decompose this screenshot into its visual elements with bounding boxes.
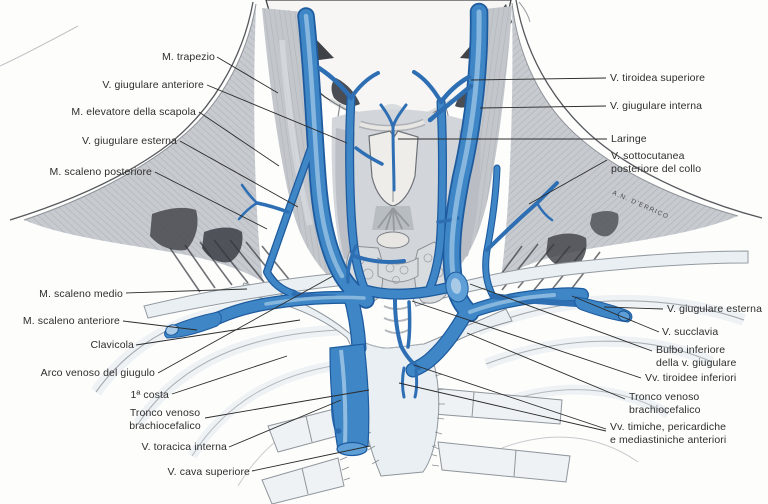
leader-v-giugulare-anteriore: [206, 84, 348, 144]
leader-m-scaleno-anteriore: [122, 320, 198, 331]
leader-arco-venoso-del-giugulo: [157, 275, 334, 374]
vein-posterior-cutaneous-twig: [535, 201, 554, 222]
leader-tronco-venoso-brachiocefalico-dx: [466, 332, 626, 400]
vein-superior-vena-cava: [329, 343, 370, 451]
label-clavicola: Clavicola: [90, 339, 134, 351]
label-v-giugulare-esterna-sx: V. giugulare esterna: [81, 135, 177, 147]
label-v-giugulare-anteriore: V. giugulare anteriore: [102, 79, 204, 91]
muscle-trapezius-left: [23, 3, 263, 282]
label-v-sottocutanea-posteriore-del-collo: V. sottocutanea posteriore del collo: [611, 150, 702, 175]
label-m-trapezio: M. trapezio: [161, 51, 215, 63]
label-v-cava-superiore: V. cava superiore: [167, 466, 250, 478]
label-vv-tiroidee-inferiori: Vv. tiroidee inferiori: [645, 372, 737, 384]
leader-prima-costa: [171, 355, 288, 395]
vein-jugular-bulb-highlight: [450, 278, 462, 294]
vein-ej-prong-upper: [240, 183, 259, 205]
leader-clavicola: [135, 319, 301, 346]
label-v-toracica-interna: V. toracica interna: [141, 441, 227, 453]
vein-inferior-thyroid-a: [393, 298, 403, 348]
leader-m-scaleno-posteriore: [154, 171, 268, 230]
leader-vv-timiche-a: [413, 364, 607, 430]
vein-cut-stumps: [164, 271, 633, 457]
leader-v-succlavia: [571, 295, 660, 333]
vein-highlight-subclavian-left: [264, 295, 366, 306]
leader-m-elevatore-della-scapola: [198, 111, 280, 167]
vein-jugular-arch: [357, 283, 451, 299]
cricothyroid-muscles: [372, 206, 414, 232]
vein-highlight-subclavian-right: [468, 293, 556, 314]
label-m-scaleno-medio: M. scaleno medio: [39, 288, 123, 300]
vein-brachiocephalic-right: [406, 306, 473, 377]
vein-ej-prong-lower: [237, 201, 259, 221]
label-laringe: Laringe: [611, 133, 647, 145]
vein-superior-thyroid-left: [354, 146, 384, 166]
leader-vv-timiche-b: [398, 382, 607, 432]
leader-v-sottocutanea-posteriore-del-collo: [528, 159, 608, 205]
vein-thymic-b: [413, 368, 419, 399]
vein-superior-thyroid-right: [427, 83, 474, 123]
vein-ej-to-stump-right: [490, 293, 579, 307]
vein-facial-branch-right-b: [438, 74, 472, 105]
vein-stump-subclavian-left: [164, 311, 222, 339]
leader-vv-tiroidee-inferiori: [411, 300, 642, 379]
vein-highlight-ij-left: [303, 13, 345, 279]
label-tronco-venoso-brachiocefalico-dx: Tronco venoso brachiocefalico: [629, 391, 701, 416]
vein-inferior-thyroid-b: [406, 300, 412, 349]
leader-m-trapezio: [216, 56, 279, 94]
label-prima-costa: 1ª costa: [130, 389, 169, 401]
leader-v-giugulare-esterna-sx: [179, 140, 299, 208]
leader-bulbo-inferiore: [469, 283, 653, 352]
vein-inferior-thyroid-stem: [399, 344, 421, 370]
vein-midline-feeder-right: [391, 103, 408, 129]
body-silhouette: [0, 0, 763, 221]
vein-thyroid-connector: [352, 254, 406, 264]
label-bulbo-inferiore-della-v-giugulare: Bulbo inferiore della v. giugulare: [656, 344, 737, 369]
vein-svc-cut-face: [336, 441, 368, 457]
vein-ej-fork-left: [255, 201, 290, 214]
vein-thymic-a: [401, 366, 406, 399]
label-v-giugulare-esterna-dx: V. giugulare esterna: [667, 303, 763, 315]
leader-v-giugulare-interna: [479, 105, 607, 109]
label-arco-venoso-del-giugulo: Arco venoso del giugulo: [40, 367, 155, 379]
vein-middle-thyroid-left: [346, 244, 358, 284]
muscle-trapezius-right: [501, 2, 739, 278]
label-vv-timiche-pericardiche: Vv. timiche, pericardiche e mediastinich…: [610, 421, 727, 446]
cricoid-cartilage: [376, 231, 410, 249]
leader-m-scaleno-medio: [125, 288, 248, 294]
leader-v-giugulare-esterna-dx: [603, 306, 664, 310]
ribs: [91, 293, 746, 487]
leader-v-cava-superiore: [251, 445, 371, 472]
vein-external-jugular-left: [264, 145, 314, 297]
label-v-succlavia: V. succlavia: [662, 326, 719, 338]
label-m-scaleno-anteriore: M. scaleno anteriore: [22, 315, 120, 327]
leader-v-toracica-interna: [228, 399, 342, 448]
vein-svc-highlight: [339, 349, 348, 445]
leader-lines: [122, 56, 664, 472]
vein-facial-branch-right-a: [412, 70, 443, 104]
vein-facial-branch-left-b: [349, 71, 380, 100]
label-v-giugulare-interna: V. giugulare interna: [610, 100, 703, 112]
vein-highlight-ij-right: [449, 9, 482, 285]
vein-anterior-jugular-left: [346, 94, 369, 294]
vein-facial-branch-left-a: [316, 65, 354, 101]
label-tronco-venoso-brachiocefalico-sx: Tronco venoso brachiocefalico: [129, 407, 201, 432]
label-m-scaleno-posteriore: M. scaleno posteriore: [49, 166, 152, 178]
vein-midline-communicating: [391, 125, 396, 192]
leader-v-tiroidea-superiore: [470, 77, 607, 81]
vein-internal-thoracic-cut-face: [334, 428, 342, 434]
label-v-tiroidea-superiore: V. tiroidea superiore: [610, 72, 706, 84]
label-m-elevatore-della-scapola: M. elevatore della scapola: [71, 106, 196, 118]
leader-tronco-venoso-brachiocefalico-sx: [204, 389, 370, 419]
